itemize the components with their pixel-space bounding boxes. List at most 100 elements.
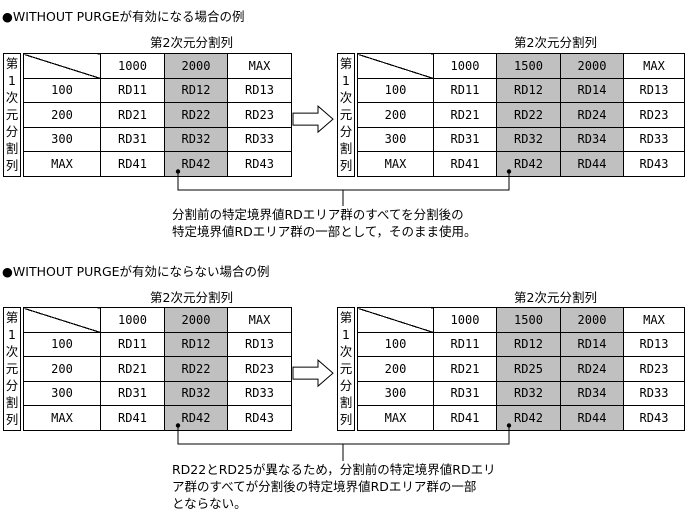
rd-area-cell: RD42	[496, 151, 561, 177]
row-title-char: 割	[339, 395, 353, 411]
row-boundary-value: 300	[23, 380, 101, 406]
transition-arrow-icon	[292, 359, 334, 388]
note-line: ア群のすべてが分割後の特定境界値RDエリア群の一部	[172, 479, 477, 494]
rd-area-cell: RD25	[496, 356, 561, 382]
row-title-char: 分	[5, 124, 19, 140]
row-boundary-value: 200	[357, 356, 434, 382]
column-boundary-value: 2000	[560, 53, 624, 79]
row-title-char: 元	[339, 107, 353, 123]
rd-area-cell: RD23	[623, 102, 685, 128]
row-boundary-value: 100	[23, 331, 101, 357]
row-title-char: 1	[342, 73, 350, 89]
rd-area-cell: RD42	[164, 405, 228, 431]
note-line: 特定境界値RDエリア群の一部として，そのまま使用。	[172, 224, 477, 239]
rd-area-cell: RD31	[100, 126, 165, 152]
column-boundary-value: 2000	[164, 307, 228, 333]
column-boundary-value: 2000	[560, 307, 624, 333]
rd-area-cell: RD23	[227, 102, 292, 128]
rd-area-cell: RD22	[164, 102, 228, 128]
row-boundary-value: 200	[357, 102, 434, 128]
rd-area-cell: RD43	[227, 151, 292, 177]
column-boundary-value: 1000	[433, 307, 497, 333]
column-boundary-value: 1000	[100, 307, 165, 333]
before-column-title: 第2次元分割列	[150, 35, 233, 50]
rd-area-cell: RD14	[560, 331, 624, 357]
row-title-char: 次	[5, 344, 19, 360]
row-boundary-value: 300	[23, 126, 101, 152]
row-title-char: 分	[339, 124, 353, 140]
rd-area-cell: RD44	[560, 151, 624, 177]
rd-area-cell: RD32	[496, 380, 561, 406]
rd-area-cell: RD12	[496, 77, 561, 103]
bracket-line	[177, 425, 510, 445]
corner-cell	[357, 53, 434, 79]
row-boundary-value: 100	[23, 77, 101, 103]
rd-area-cell: RD13	[227, 77, 292, 103]
row-boundary-value: MAX	[357, 405, 434, 431]
explanation-note: 分割前の特定境界値RDエリア群のすべてを分割後の特定境界値RDエリア群の一部とし…	[172, 206, 477, 240]
row-title-char: 列	[5, 412, 19, 428]
row-boundary-value: 100	[357, 77, 434, 103]
rd-area-cell: RD43	[227, 405, 292, 431]
rd-area-cell: RD41	[100, 405, 165, 431]
rd-area-cell: RD43	[623, 151, 685, 177]
rd-area-cell: RD24	[560, 356, 624, 382]
rd-area-cell: RD34	[560, 126, 624, 152]
rd-area-cell: RD13	[623, 77, 685, 103]
rd-area-cell: RD33	[623, 126, 685, 152]
corner-cell	[23, 53, 101, 79]
rd-area-cell: RD41	[100, 151, 165, 177]
after-column-title: 第2次元分割列	[514, 290, 597, 305]
section-heading: ●WITHOUT PURGEが有効になる場合の例	[2, 9, 245, 24]
rd-area-cell: RD11	[100, 77, 165, 103]
row-title-char: 元	[339, 361, 353, 377]
rd-area-cell: RD41	[433, 405, 497, 431]
column-boundary-value: MAX	[623, 53, 685, 79]
row-title-char: 次	[339, 90, 353, 106]
rd-area-cell: RD42	[496, 405, 561, 431]
row-title-char: 列	[339, 158, 353, 174]
rd-area-cell: RD21	[100, 102, 165, 128]
rd-area-cell: RD32	[164, 126, 228, 152]
rd-area-cell: RD13	[227, 331, 292, 357]
row-title-char: 1	[342, 327, 350, 343]
rd-area-cell: RD22	[496, 102, 561, 128]
column-boundary-value: MAX	[227, 307, 292, 333]
row-boundary-value: MAX	[357, 151, 434, 177]
row-title-char: 第	[5, 310, 19, 326]
row-title-char: 列	[339, 412, 353, 428]
column-boundary-value: 1000	[433, 53, 497, 79]
after-column-title: 第2次元分割列	[514, 35, 597, 50]
row-boundary-value: 300	[357, 126, 434, 152]
before-column-title: 第2次元分割列	[150, 290, 233, 305]
note-line: RD22とRD25が異なるため，分割前の特定境界値RDエリ	[172, 462, 496, 477]
rd-area-cell: RD11	[433, 331, 497, 357]
column-boundary-value: 1500	[496, 53, 561, 79]
row-title-char: 分	[5, 378, 19, 394]
rd-area-cell: RD42	[164, 151, 228, 177]
column-boundary-value: 1000	[100, 53, 165, 79]
row-title-char: 分	[339, 378, 353, 394]
row-title-char: 割	[5, 141, 19, 157]
rd-area-cell: RD32	[164, 380, 228, 406]
section-heading: ●WITHOUT PURGEが有効にならない場合の例	[2, 264, 270, 279]
row-title-char: 次	[5, 90, 19, 106]
rd-area-cell: RD33	[227, 126, 292, 152]
row-title-char: 元	[5, 361, 19, 377]
